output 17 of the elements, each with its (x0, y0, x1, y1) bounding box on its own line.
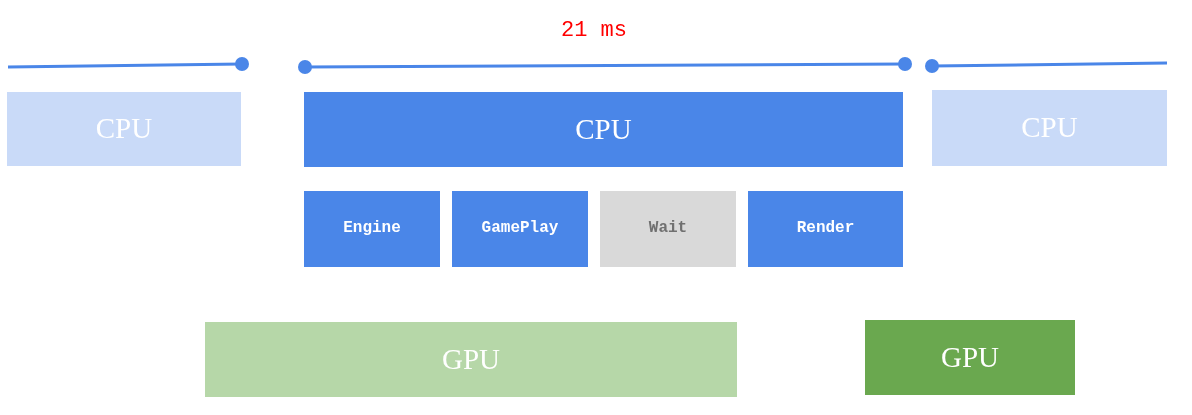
timeline-bar (304, 191, 440, 267)
timeline-bar (748, 191, 903, 267)
bar-label: Render (796, 220, 855, 238)
duration-label: 21 ms (561, 19, 627, 44)
bar-label: GPU (941, 341, 999, 374)
timeline-bar (205, 322, 737, 397)
bar-label: Engine (343, 220, 401, 238)
timeline-bar (865, 320, 1075, 395)
bar-label: GamePlay (481, 220, 559, 238)
bar-label: CPU (575, 113, 632, 146)
timeline-bar (600, 191, 736, 267)
timeline-bar (452, 191, 588, 267)
bar-label: GPU (442, 343, 500, 376)
timeline-bar (932, 90, 1167, 166)
bar-label: Wait (648, 220, 688, 238)
timeline-bar (7, 92, 241, 166)
timeline-bar (304, 92, 903, 167)
